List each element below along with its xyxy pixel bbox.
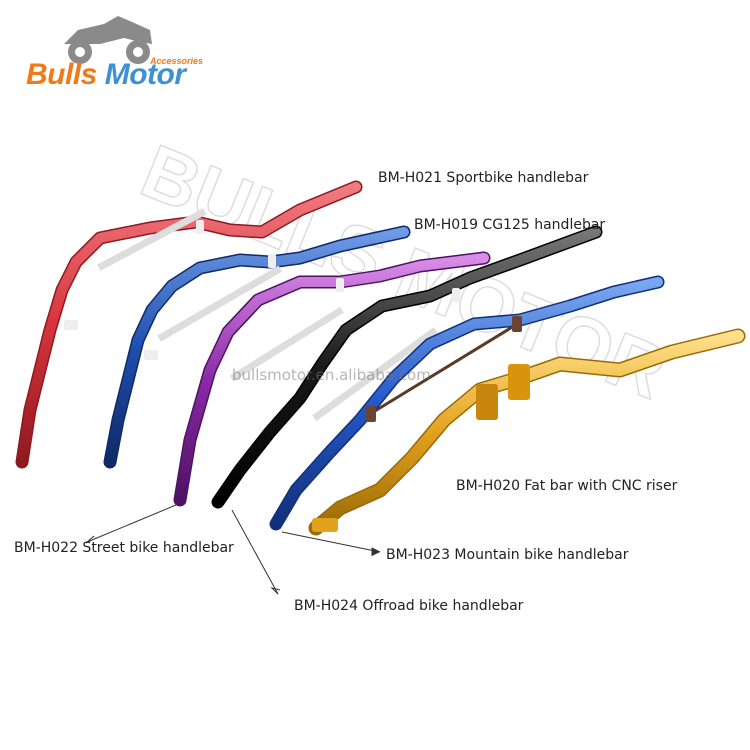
- pointer-lines: [85, 504, 381, 595]
- motorcycle-icon: [64, 16, 152, 64]
- brand-logo: Bulls Motor: [26, 58, 186, 92]
- logo-word-bulls: Bulls: [26, 58, 97, 91]
- label-h023: BM-H023 Mountain bike handlebar: [386, 547, 629, 563]
- handlebar-h022: [173, 251, 491, 507]
- logo-word-motor: Motor: [104, 58, 186, 91]
- label-h021: BM-H021 Sportbike handlebar: [378, 170, 589, 186]
- label-h019: BM-H019 CG125 handlebar: [414, 217, 606, 233]
- handlebar-h023: [269, 275, 665, 531]
- label-h020: BM-H020 Fat bar with CNC riser: [456, 478, 678, 494]
- label-h022: BM-H022 Street bike handlebar: [14, 540, 234, 556]
- handlebar-h019: [103, 225, 411, 469]
- handlebar-h021: [15, 180, 363, 469]
- handlebar-h020: [308, 328, 746, 536]
- logo-subtitle: Accessories: [150, 56, 204, 66]
- label-h024: BM-H024 Offroad bike handlebar: [294, 598, 524, 614]
- watermark-url: bullsmotor.en.alibaba.com: [232, 366, 431, 384]
- handlebar-h024: [211, 225, 603, 509]
